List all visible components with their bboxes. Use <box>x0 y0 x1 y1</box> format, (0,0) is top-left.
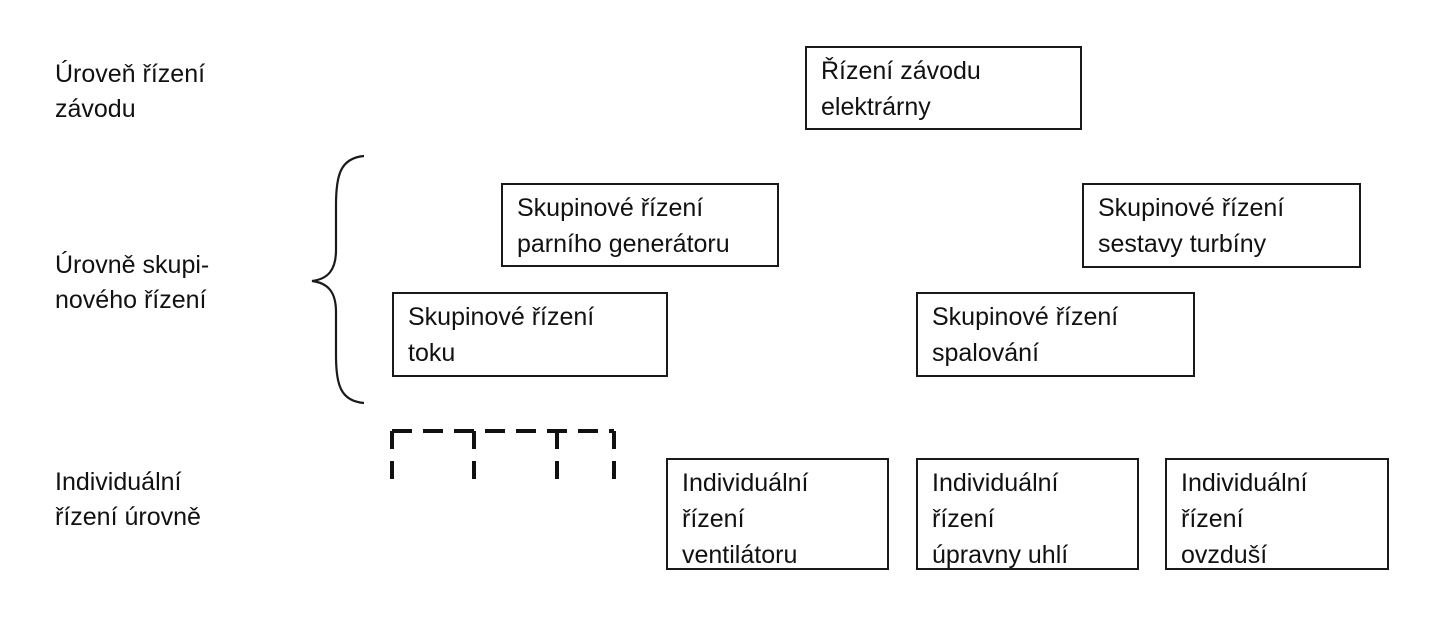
box-turbine-set-line1: Skupinové řízení <box>1098 194 1285 222</box>
box-air-line1: Individuální <box>1181 469 1308 497</box>
level-label-group-line1: Úrovně skupi- <box>55 251 210 279</box>
group-level-brace <box>311 154 365 405</box>
box-air: Individuální řízení ovzduší <box>1165 458 1389 570</box>
level-label-individual-line2: řízení úrovně <box>55 503 201 531</box>
box-steam-generator-line1: Skupinové řízení <box>517 194 704 222</box>
box-flow-line2: toku <box>408 339 456 367</box>
level-label-individual: Individuální řízení úrovně <box>55 465 201 535</box>
box-combustion-line2: spalování <box>932 339 1040 367</box>
level-label-plant-line1: Úroveň řízení <box>55 60 206 88</box>
box-fan: Individuální řízení ventilátoru <box>666 458 889 570</box>
box-air-line3: ovzduší <box>1181 541 1268 569</box>
level-label-group-line2: nového řízení <box>55 286 207 314</box>
level-label-plant: Úroveň řízení závodu <box>55 57 205 127</box>
box-plant-control: Řízení závodu elektrárny <box>805 46 1082 130</box>
box-fan-line1: Individuální <box>682 469 809 497</box>
box-combustion-line1: Skupinové řízení <box>932 303 1119 331</box>
box-coal-prep-line1: Individuální <box>932 469 1059 497</box>
box-steam-generator: Skupinové řízení parního generátoru <box>501 183 779 267</box>
box-coal-prep: Individuální řízení úpravny uhlí <box>916 458 1139 570</box>
box-flow: Skupinové řízení toku <box>392 292 668 377</box>
level-label-plant-line2: závodu <box>55 95 136 123</box>
dashed-bracket <box>390 429 616 482</box>
box-air-line2: řízení <box>1181 505 1244 533</box>
box-combustion: Skupinové řízení spalování <box>916 292 1195 377</box>
box-coal-prep-line2: řízení <box>932 505 995 533</box>
box-steam-generator-line2: parního generátoru <box>517 230 730 258</box>
level-label-group: Úrovně skupi- nového řízení <box>55 248 209 318</box>
box-plant-control-line1: Řízení závodu <box>821 57 981 85</box>
box-turbine-set-line2: sestavy turbíny <box>1098 230 1267 258</box>
box-fan-line3: ventilátoru <box>682 541 798 569</box>
box-coal-prep-line3: úpravny uhlí <box>932 541 1069 569</box>
box-plant-control-line2: elektrárny <box>821 93 931 121</box>
box-flow-line1: Skupinové řízení <box>408 303 595 331</box>
box-fan-line2: řízení <box>682 505 745 533</box>
box-turbine-set: Skupinové řízení sestavy turbíny <box>1082 183 1361 268</box>
level-label-individual-line1: Individuální <box>55 468 182 496</box>
